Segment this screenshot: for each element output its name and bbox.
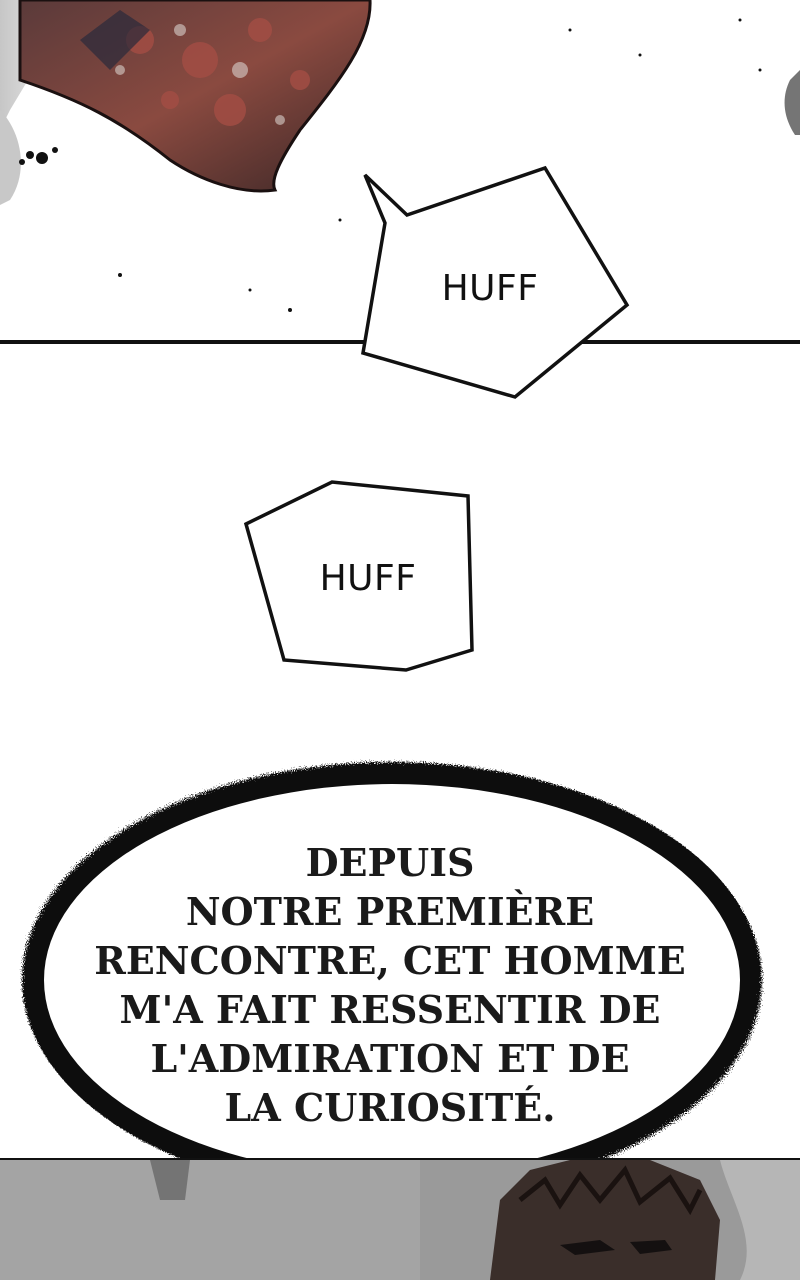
- narration-line: NOTRE PREMIÈRE: [185, 889, 595, 934]
- narration-line: DEPUIS: [305, 840, 475, 885]
- speech-bubble-text: HUFF: [441, 268, 539, 309]
- narration-text: DEPUIS NOTRE PREMIÈRE RENCONTRE, CET HOM…: [90, 838, 690, 1132]
- panel-character: [0, 1160, 800, 1280]
- narration-line: LA CURIOSITÉ.: [224, 1085, 556, 1130]
- character-illustration: [0, 1160, 800, 1280]
- speech-bubble-2: [243, 480, 474, 672]
- narration-line: RENCONTRE, CET HOMME: [94, 938, 686, 983]
- narration-bubble: [22, 762, 762, 1198]
- narration-line: M'A FAIT RESSENTIR DE: [119, 987, 661, 1032]
- narration-line: L'ADMIRATION ET DE: [150, 1036, 630, 1081]
- armor-illustration: [0, 0, 800, 312]
- speech-bubble-1: [361, 165, 630, 399]
- speech-bubble-text: HUFF: [319, 558, 417, 599]
